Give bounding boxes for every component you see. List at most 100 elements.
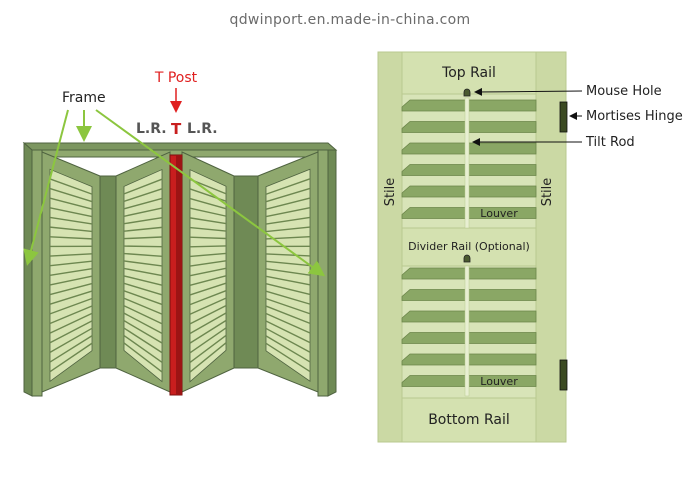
panel-4-slat (265, 297, 311, 315)
panel-2-slat (123, 282, 163, 296)
frame-left-jamb (23, 141, 33, 397)
frame-arrow-3 (95, 109, 326, 277)
panel-3-slat (189, 236, 227, 240)
stile-right-label: Stile (540, 178, 555, 207)
watermark-text: qdwinport.en.made-in-china.com (229, 12, 471, 28)
panel-4-slat (265, 283, 311, 296)
panel-1-slat (49, 275, 93, 286)
panel-1-slat (49, 253, 93, 257)
panel-1-slat (49, 226, 93, 233)
panel-3-slat (189, 207, 227, 217)
panel-4-slat (265, 197, 311, 210)
panel-1-slat (49, 290, 93, 305)
panel-3-slat (189, 334, 227, 363)
panel-4-slat (265, 275, 311, 286)
panel-3-slat (189, 245, 227, 248)
panel-3-slat (189, 319, 227, 344)
tilt-rod-upper (464, 97, 470, 229)
panel-4-slat (265, 216, 311, 225)
panel-3-slat (189, 267, 227, 277)
panel-1-slat (49, 207, 93, 218)
tilt-rod-label: Tilt Rod (585, 135, 635, 150)
panel-3-slat (189, 197, 227, 210)
top-rail-shape (401, 51, 537, 95)
frame-left-jamb-front (31, 149, 43, 397)
panel-1-slat (49, 260, 93, 267)
frame-arrow-1 (23, 109, 69, 266)
mouse-hole-top (463, 88, 471, 97)
panel-4-slat (265, 335, 311, 363)
panel-3-slat (189, 260, 227, 267)
panel-2-slat (123, 236, 163, 240)
panel-1-slat (49, 297, 93, 315)
panel-2-slat (123, 267, 163, 277)
mouse-hole-arrow (474, 87, 583, 96)
panel-4-slat (265, 268, 311, 276)
top-rail-label: Top Rail (441, 65, 496, 81)
bottom-rail-shape (401, 397, 537, 443)
panel-2-slat (123, 275, 163, 286)
panel-2-slat (123, 178, 163, 195)
hinge-bottom (559, 359, 568, 391)
panel-3-slat (189, 252, 227, 258)
panel-2-slat (123, 305, 163, 325)
frame-header (22, 142, 338, 151)
panel-3-slat (189, 275, 227, 287)
panel-4-slat (265, 342, 311, 373)
lr-right-label: L.R. (187, 121, 218, 137)
panel-4-slat (265, 178, 311, 195)
lr-left-label: L.R. (136, 121, 167, 137)
panel-4-slat (265, 207, 311, 218)
panel-4-slat (265, 260, 311, 267)
panel-3-slat (189, 290, 227, 306)
panel-4-slat (265, 290, 311, 305)
panel-1-slat (49, 320, 93, 344)
panel-1-slat (49, 305, 93, 325)
panel-2-slat (123, 342, 163, 373)
mouse-hole-divider (463, 254, 471, 263)
mouse-hole-label: Mouse Hole (586, 84, 662, 99)
panel-1-slat (49, 335, 93, 363)
divider-rail-label: Divider Rail (Optional) (408, 240, 530, 253)
panel-1-slat (49, 236, 93, 240)
panel-1-slat (49, 178, 93, 195)
panel-2-slat (123, 207, 163, 217)
bottom-rail-label: Bottom Rail (428, 412, 510, 428)
panel-3-slat (189, 304, 227, 325)
panel-3-slat (189, 342, 227, 373)
tilt-rod-lower (464, 265, 470, 397)
panel-1-slat (49, 197, 93, 210)
panel-4-slat (265, 305, 311, 325)
panel-2-slat (123, 217, 163, 225)
frame-right-jamb-side (327, 149, 337, 397)
panel-4-slat (265, 320, 311, 344)
mortises-hinge-label: Mortises Hinge (586, 109, 683, 124)
panel-4-slat (265, 187, 311, 203)
right-shutter-parts: Top Rail Bottom Rail Stile Stile Divider… (377, 51, 683, 443)
panel-1-edge (99, 175, 117, 369)
panel-2-slat (123, 245, 163, 248)
panel-4-slat (265, 327, 311, 353)
panel-3-slat (189, 226, 227, 232)
panel-3-edge (233, 175, 259, 369)
panel-4-slat (265, 226, 311, 233)
louver-lower-label: Louver (480, 375, 518, 388)
panel-3-slat (189, 312, 227, 335)
panel-4-slat (265, 253, 311, 257)
panel-1-slat (49, 187, 93, 203)
panel-3-slat (189, 282, 227, 296)
panel-2-slat (123, 226, 163, 232)
stile-left-shape (377, 51, 403, 443)
tpost-label: T Post (154, 70, 198, 86)
panel-2-slat (123, 197, 163, 210)
panel-2-slat (123, 334, 163, 363)
panel-2-slat (123, 252, 163, 257)
stile-left-label: Stile (383, 178, 398, 207)
panel-2-slat (123, 320, 163, 344)
panel-2-slat (123, 312, 163, 334)
panel-2-slat (123, 290, 163, 306)
frame-label: Frame (62, 90, 106, 106)
panel-2-slat (123, 297, 163, 315)
panel-1-slat (49, 312, 93, 334)
